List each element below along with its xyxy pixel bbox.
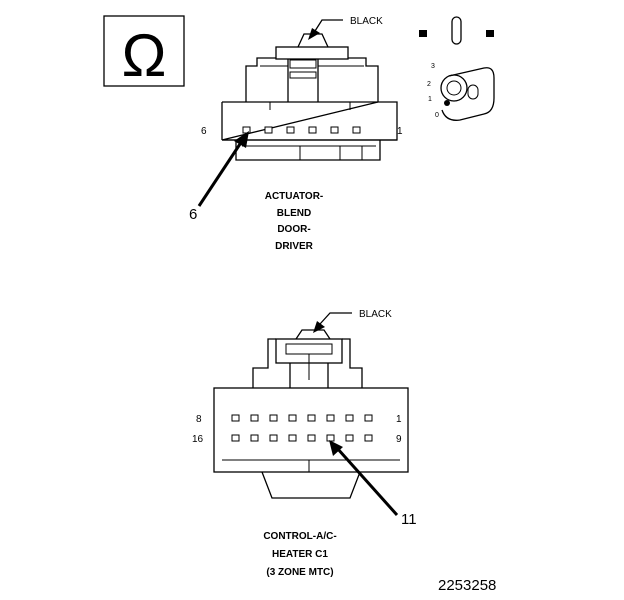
key-position-0: 0: [435, 112, 439, 119]
connector-2-drawing: [213, 312, 409, 517]
figure-number: 2253258: [438, 577, 496, 594]
connector-2-caption-line-2: HEATER C1: [272, 549, 328, 560]
key-position-2: 2: [427, 81, 431, 88]
key-position-1: 1: [428, 96, 432, 103]
connector-2-row2-right: 9: [396, 434, 402, 445]
connector-1-caption-line-2: BLEND: [277, 208, 311, 219]
connector-2-row2-left: 16: [192, 434, 204, 445]
connector-1-callout-pin: 6: [189, 206, 197, 223]
connector-1-color-label: BLACK: [350, 16, 383, 27]
connector-1-caption-line-4: DRIVER: [275, 241, 314, 252]
connector-2-caption-line-1: CONTROL-A/C-: [263, 531, 336, 542]
key-position-icon: [419, 16, 495, 121]
ohm-symbol-icon: Ω: [103, 15, 185, 89]
connector-2-row1-left: 8: [196, 414, 202, 425]
connector-1-caption-line-3: DOOR-: [277, 224, 310, 235]
connector-1-pin-left: 6: [201, 126, 207, 137]
connector-2-callout-pin: 11: [401, 511, 417, 528]
connector-2-row1-right: 1: [396, 414, 402, 425]
connector-1-drawing: [197, 19, 398, 207]
connector-1-pin-right: 1: [397, 126, 403, 137]
connector-2-color-label: BLACK: [359, 309, 392, 320]
connector-2-caption-line-3: (3 ZONE MTC): [266, 567, 333, 578]
key-position-3: 3: [431, 63, 435, 70]
connector-1-caption-line-1: ACTUATOR-: [265, 191, 324, 202]
svg-text:Ω: Ω: [122, 22, 167, 89]
